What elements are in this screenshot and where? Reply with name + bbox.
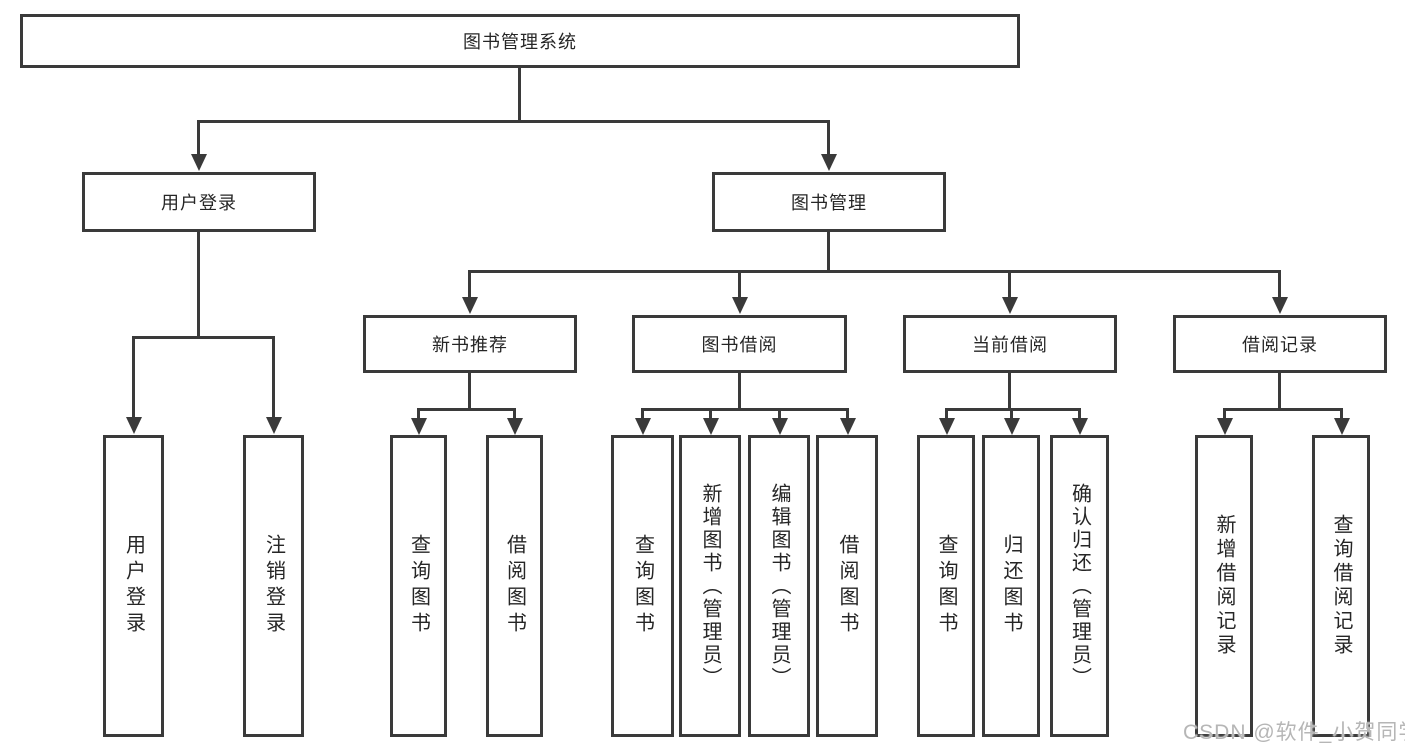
connector-book-borrow-stem [738, 373, 741, 411]
arrow-to-leaf-br-add [1216, 408, 1233, 435]
connector-new-book-rec-rail [417, 408, 516, 411]
connector-current-borrow-stem [1008, 373, 1011, 411]
arrow-to-leaf-logout [265, 336, 282, 434]
connector-borrow-record-rail [1223, 408, 1343, 411]
node-borrow-record: 借阅记录 [1173, 315, 1387, 373]
arrow-to-leaf-bb-edit [771, 408, 788, 435]
connector-borrow-record-stem [1278, 373, 1281, 411]
arrow-to-borrow-record [1271, 270, 1288, 314]
connector-level3-rail [468, 270, 1281, 273]
csdn-watermark: CSDN @软件_小贺同学 [1183, 721, 1405, 744]
connector-book-mgmt-stem [827, 232, 830, 273]
arrow-to-leaf-user-login [125, 336, 142, 434]
leaf-logout: 注销登录 [243, 435, 304, 737]
arrow-to-leaf-br-query [1333, 408, 1350, 435]
arrow-to-leaf-bb-borrow [839, 408, 856, 435]
connector-current-borrow-rail [945, 408, 1081, 411]
node-root: 图书管理系统 [20, 14, 1020, 68]
node-book-borrow: 图书借阅 [632, 315, 847, 373]
arrow-to-leaf-nbr-borrow [506, 408, 523, 435]
arrow-to-new-book-rec [461, 270, 478, 314]
arrow-to-leaf-cb-return [1003, 408, 1020, 435]
arrow-to-book-borrow [731, 270, 748, 314]
arrow-to-user-login [190, 120, 207, 171]
arrow-to-leaf-cb-confirm [1071, 408, 1088, 435]
arrow-to-leaf-bb-query [634, 408, 651, 435]
arrow-to-current-borrow [1001, 270, 1018, 314]
connector-user-login-rail [132, 336, 275, 339]
connector-user-login-stem [197, 232, 200, 339]
leaf-nbr-query-books: 查询图书 [390, 435, 447, 737]
connector-root-stem [518, 68, 521, 123]
leaf-cb-confirm-return-admin: 确认归还（管理员） [1050, 435, 1109, 737]
leaf-bb-edit-books-admin: 编辑图书（管理员） [748, 435, 810, 737]
arrow-to-book-mgmt [820, 120, 837, 171]
leaf-bb-borrow-books: 借阅图书 [816, 435, 878, 737]
node-user-login: 用户登录 [82, 172, 316, 232]
arrow-to-leaf-nbr-query [410, 408, 427, 435]
node-current-borrow: 当前借阅 [903, 315, 1117, 373]
leaf-nbr-borrow-books: 借阅图书 [486, 435, 543, 737]
leaf-cb-return-books: 归还图书 [982, 435, 1040, 737]
leaf-br-query-record: 查询借阅记录 [1312, 435, 1370, 737]
leaf-br-add-record: 新增借阅记录 [1195, 435, 1253, 737]
connector-book-borrow-rail [641, 408, 849, 411]
connector-level2-rail [197, 120, 830, 123]
leaf-user-login: 用户登录 [103, 435, 164, 737]
connector-new-book-rec-stem [468, 373, 471, 411]
arrow-to-leaf-bb-add [702, 408, 719, 435]
leaf-bb-add-books-admin: 新增图书（管理员） [679, 435, 741, 737]
node-new-book-rec: 新书推荐 [363, 315, 577, 373]
leaf-bb-query-books: 查询图书 [611, 435, 674, 737]
arrow-to-leaf-cb-query [938, 408, 955, 435]
node-book-mgmt: 图书管理 [712, 172, 946, 232]
leaf-cb-query-books: 查询图书 [917, 435, 975, 737]
